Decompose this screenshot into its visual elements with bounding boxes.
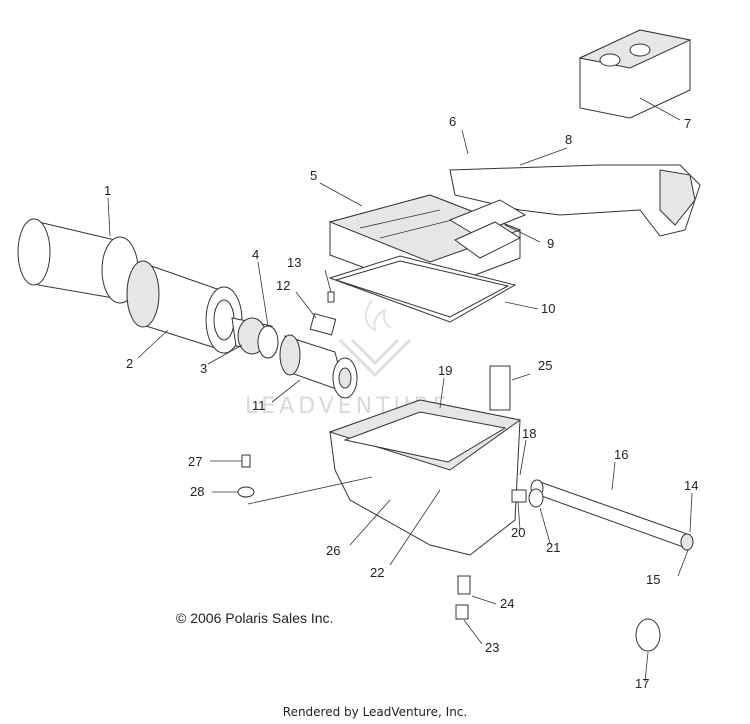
part-gasket [328,255,517,323]
callout-19: 19 [438,363,452,378]
part-foam-block [578,29,692,119]
callout-9: 9 [547,236,554,251]
part-drain-tube [530,479,694,551]
part-prefilter [17,218,139,304]
callout-2: 2 [126,356,133,371]
callout-7: 7 [684,116,691,131]
callout-10: 10 [541,301,555,316]
callout-8: 8 [565,132,572,147]
callout-17: 17 [635,676,649,691]
part-25 [489,365,511,411]
callout-3: 3 [200,361,207,376]
callout-27: 27 [188,454,202,469]
callout-18: 18 [522,426,536,441]
callout-28: 28 [190,484,204,499]
copyright-text: © 2006 Polaris Sales Inc. [176,610,334,626]
part-adapter [231,317,279,359]
callout-15: 15 [646,572,660,587]
callout-22: 22 [370,565,384,580]
callout-1: 1 [104,183,111,198]
part-small-hardware [237,454,661,652]
callout-26: 26 [326,543,340,558]
footer-text: Rendered by LeadVenture, Inc. [282,705,468,719]
part-flange [448,199,527,259]
callout-25: 25 [538,358,552,373]
callout-5: 5 [310,168,317,183]
callout-6: 6 [449,114,456,129]
leader-lines [107,97,693,683]
callout-20: 20 [511,525,525,540]
part-throttle-body [279,334,358,399]
callout-21: 21 [546,540,560,555]
callout-23: 23 [485,640,499,655]
callout-13: 13 [287,255,301,270]
part-sensor [309,291,337,336]
callout-24: 24 [500,596,514,611]
callout-11: 11 [252,398,266,413]
callout-12: 12 [276,278,290,293]
callout-16: 16 [614,447,628,462]
callout-4: 4 [252,247,259,262]
part-air-filter [126,260,243,354]
callout-14: 14 [684,478,698,493]
callout-labels: 1 2 3 4 5 6 7 8 9 10 11 12 13 14 15 16 1… [104,114,698,691]
part-airbox-base [328,399,522,556]
